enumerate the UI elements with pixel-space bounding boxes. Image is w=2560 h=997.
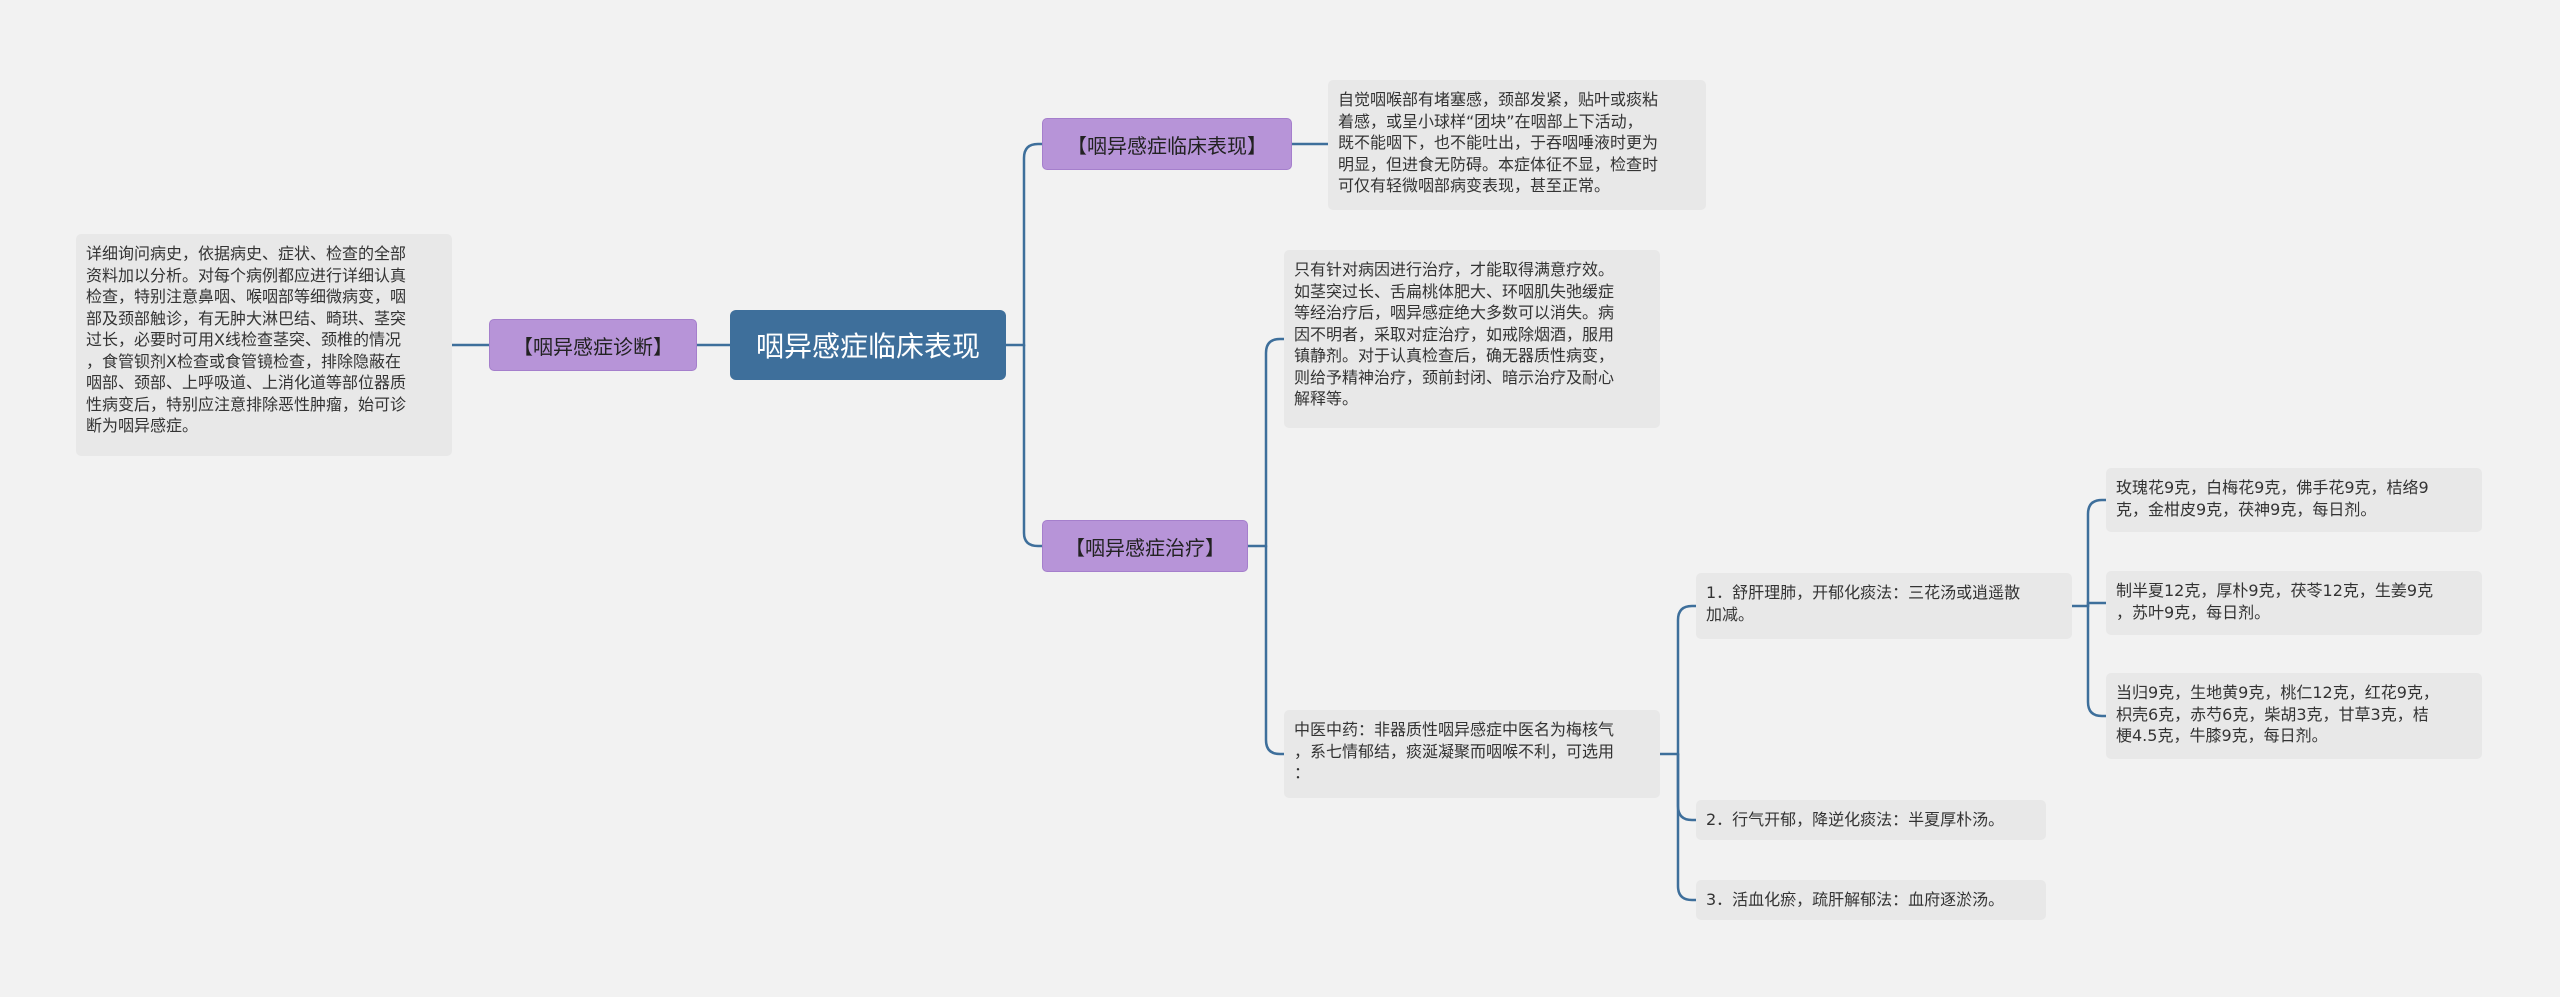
leaf-method-1[interactable]: 1．舒肝理肺，开郁化痰法：三花汤或逍遥散 加减。 <box>1696 573 2072 639</box>
leaf-diagnosis-description[interactable]: 详细询问病史，依据病史、症状、检查的全部 资料加以分析。对每个病例都应进行详细认… <box>76 234 452 456</box>
leaf-method-3[interactable]: 3．活血化瘀，疏肝解郁法：血府逐淤汤。 <box>1696 880 2046 920</box>
link-root-treatment <box>1022 343 1044 548</box>
leaf-formula-2[interactable]: 制半夏12克，厚朴9克，茯苓12克，生姜9克 ，苏叶9克，每日剂。 <box>2106 571 2482 635</box>
branch-diagnosis[interactable]: 【咽异感症诊断】 <box>489 319 697 371</box>
root-topic[interactable]: 咽异感症临床表现 <box>730 310 1006 380</box>
link-tcm-method2 <box>1676 752 1698 822</box>
link-treatment-cause <box>1246 337 1286 548</box>
link-method1-formula3 <box>2086 604 2108 718</box>
branch-clinical-manifestation[interactable]: 【咽异感症临床表现】 <box>1042 118 1292 170</box>
leaf-method-2[interactable]: 2．行气开郁，降逆化痰法：半夏厚朴汤。 <box>1696 800 2046 840</box>
link-treatment-tcm <box>1264 544 1286 756</box>
branch-treatment[interactable]: 【咽异感症治疗】 <box>1042 520 1248 572</box>
leaf-tcm[interactable]: 中医中药：非器质性咽异感症中医名为梅核气 ，系七情郁结，痰涎凝聚而咽喉不利，可选… <box>1284 710 1660 798</box>
link-tcm-method1 <box>1658 604 1698 756</box>
leaf-clinical-description[interactable]: 自觉咽喉部有堵塞感，颈部发紧，贴叶或痰粘 着感，或呈小球样“团块”在咽部上下活动… <box>1328 80 1706 210</box>
leaf-formula-3[interactable]: 当归9克，生地黄9克，桃仁12克，红花9克， 枳壳6克，赤芍6克，柴胡3克，甘草… <box>2106 673 2482 759</box>
link-tcm-method3 <box>1676 752 1698 902</box>
leaf-formula-1[interactable]: 玫瑰花9克，白梅花9克，佛手花9克，桔络9 克，金柑皮9克，茯神9克，每日剂。 <box>2106 468 2482 532</box>
link-root-clinical <box>1004 142 1044 347</box>
leaf-treatment-cause[interactable]: 只有针对病因进行治疗，才能取得满意疗效。 如茎突过长、舌扁桃体肥大、环咽肌失弛缓… <box>1284 250 1660 428</box>
link-method1-formula1 <box>2070 498 2108 608</box>
link-method1-formula2 <box>2086 601 2108 608</box>
